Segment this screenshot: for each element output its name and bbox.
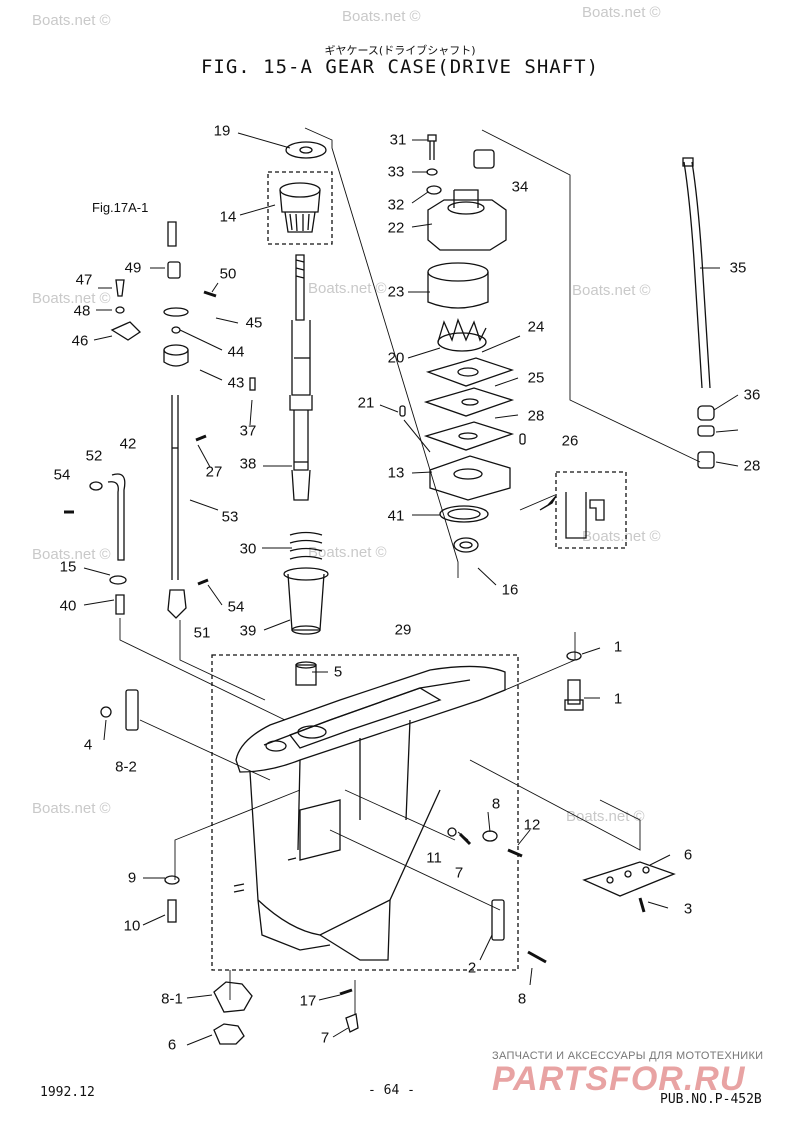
callout-35: 35 xyxy=(729,259,747,277)
callout-34: 34 xyxy=(511,178,529,196)
callout-leaders xyxy=(83,132,739,1046)
callout-52: 42 xyxy=(119,435,137,453)
watermark: Boats.net © xyxy=(582,4,661,21)
watermark: Boats.net © xyxy=(32,290,111,307)
drive-shaft-parts xyxy=(249,141,329,686)
callout-45: 45 xyxy=(245,314,263,332)
gear-case-housing xyxy=(233,665,506,961)
callout-25: 25 xyxy=(527,369,545,387)
callout-9: 6 xyxy=(683,846,693,864)
callout-2: 10 xyxy=(123,917,141,935)
callout-1-b: 5 xyxy=(333,663,343,681)
callout-21: 37 xyxy=(239,422,257,440)
callout-38: 28 xyxy=(743,457,761,475)
callout-43: 43 xyxy=(227,374,245,392)
callout-8-b: 2 xyxy=(467,959,477,977)
figure-title: FIG. 15-A GEAR CASE(DRIVE SHAFT) xyxy=(200,56,600,78)
footer-page-number: - 64 - xyxy=(368,1083,415,1098)
reference-label: Fig.17A-1 xyxy=(92,200,149,215)
brand-logo: PARTSFOR.RU xyxy=(492,1060,746,1098)
callout-7: 11 xyxy=(426,849,442,867)
callout-27: 13 xyxy=(387,464,405,482)
callout-33: 33 xyxy=(387,163,405,181)
watermark: Boats.net © xyxy=(32,546,111,563)
callout-51: 40 xyxy=(59,597,77,615)
callout-36: 36 xyxy=(743,386,761,404)
callout-31: 31 xyxy=(389,131,407,149)
watermark: Boats.net © xyxy=(32,12,111,29)
footer-pub-number: PUB.NO.P-452B xyxy=(660,1092,762,1107)
callout-29: 16 xyxy=(501,581,519,599)
callout-28-b: 26 xyxy=(561,432,579,450)
callout-32: 32 xyxy=(387,196,405,214)
watermark: Boats.net © xyxy=(572,282,651,299)
callout-28: 21 xyxy=(357,394,375,412)
callout-49: 49 xyxy=(124,259,142,277)
callout-6: 7 xyxy=(454,864,464,882)
callout-48: 48 xyxy=(73,302,91,320)
callout-17: 8-1 xyxy=(161,990,183,1008)
callout-54-b: 15 xyxy=(59,558,77,576)
footer-date: 1992.12 xyxy=(40,1085,95,1100)
callout-20: 20 xyxy=(387,349,405,367)
callout-6-b: 7 xyxy=(320,1029,330,1047)
callout-30: 41 xyxy=(387,507,405,525)
callout-39: 51 xyxy=(193,624,211,642)
callout-8-1: 8 xyxy=(517,990,527,1008)
callout-46: 46 xyxy=(71,332,89,350)
callout-47: 47 xyxy=(75,271,93,289)
callout-26: 28 xyxy=(527,407,545,425)
callout-12: 8 xyxy=(491,795,501,813)
callout-16: 39 xyxy=(239,622,257,640)
watermark: Boats.net © xyxy=(32,800,111,817)
water-tube-parts xyxy=(682,157,715,469)
watermark: Boats.net © xyxy=(342,8,421,25)
callout-44: 44 xyxy=(227,343,245,361)
callout-15: 30 xyxy=(239,540,257,558)
watermark: Boats.net © xyxy=(308,280,387,297)
callout-42: 27 xyxy=(205,463,223,481)
title-japanese: ギヤケース(ドライブシャフト) xyxy=(324,44,476,57)
callout-50: 50 xyxy=(219,265,237,283)
callout-14: 14 xyxy=(219,208,237,226)
callout-22: 22 xyxy=(387,219,405,237)
watermark: Boats.net © xyxy=(582,528,661,545)
callout-4: 1 xyxy=(613,690,623,708)
callout-8: 8-2 xyxy=(115,758,137,776)
callout-10: 3 xyxy=(683,900,693,918)
dashed-group-boxes xyxy=(211,171,627,971)
case-hardware xyxy=(100,651,676,1045)
callout-23: 23 xyxy=(387,283,405,301)
callout-54: 52 xyxy=(85,447,103,465)
callout-53: 54 xyxy=(53,466,71,484)
brand-tagline: ЗАПЧАСТИ И АКСЕССУАРЫ ДЛЯ МОТОТЕХНИКИ xyxy=(492,1050,764,1062)
callout-13: 38 xyxy=(239,455,257,473)
callout-7-b: 17 xyxy=(299,992,317,1010)
callout-24: 24 xyxy=(527,318,545,336)
callout-8-2: 4 xyxy=(83,736,93,754)
callout-3: 9 xyxy=(127,869,137,887)
callout-1: 29 xyxy=(394,621,412,639)
watermark: Boats.net © xyxy=(308,544,387,561)
water-pump-parts xyxy=(399,134,605,553)
callout-19: 19 xyxy=(213,122,231,140)
callout-18: 6 xyxy=(167,1036,177,1054)
shift-rod-parts xyxy=(64,221,217,619)
callout-40: 54 xyxy=(227,598,245,616)
callout-11: 12 xyxy=(523,816,541,834)
callout-41: 53 xyxy=(221,508,239,526)
callout-5: 1 xyxy=(613,638,623,656)
